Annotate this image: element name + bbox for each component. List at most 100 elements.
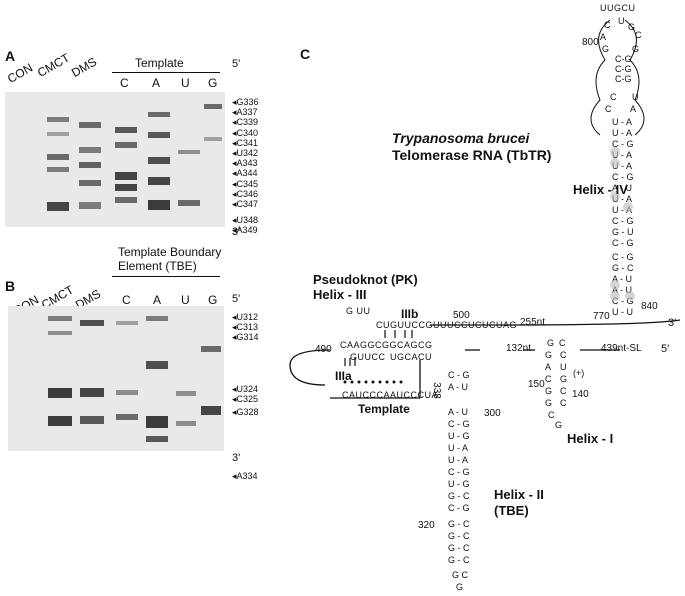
template-header: Template — [135, 56, 184, 70]
a-pos-7: ◂A344 — [232, 168, 258, 179]
num-150: 150 — [528, 379, 545, 390]
svg-text:U - A: U - A — [612, 194, 632, 204]
helix-iv-stem — [590, 19, 645, 136]
a-pos-3: ◂C340 — [232, 127, 259, 138]
svg-text:C: C — [610, 92, 617, 102]
svg-text:A - U: A - U — [612, 285, 632, 295]
rna-title-species: Trypanosoma brucei — [392, 130, 530, 146]
svg-text:G C: G C — [452, 570, 469, 580]
svg-text:C - G: C - G — [448, 503, 470, 513]
svg-text:G: G — [560, 374, 567, 384]
svg-text:C - G: C - G — [448, 370, 470, 380]
a-pos-12: ◂A349 — [232, 225, 258, 236]
helix-ii-line1: Helix - II — [494, 487, 544, 502]
svg-text:U: U — [560, 362, 567, 372]
rna-title-name: Telomerase RNA (TbTR) — [392, 147, 552, 163]
five-prime-c: 5' — [661, 343, 670, 355]
svg-text:G - C: G - C — [448, 519, 470, 529]
a-pos-11: ◂U348 — [232, 215, 259, 226]
nt-439-label: 439nt-SL — [601, 343, 642, 354]
svg-text:C: C — [605, 104, 612, 114]
svg-text:G - U: G - U — [612, 227, 634, 237]
pseudoknot-label: Pseudoknot (PK) Helix - III — [313, 272, 418, 302]
b-pos-0: ◂U312 — [232, 312, 259, 322]
svg-text:G - C: G - C — [612, 263, 634, 273]
gel-image-b — [8, 306, 224, 451]
a-pos-6: ◂A343 — [232, 158, 258, 169]
svg-text:G: G — [547, 338, 554, 348]
svg-text:C: C — [635, 30, 642, 40]
b-seq-lane-u: U — [181, 293, 190, 307]
nt-255-label: 255nt — [520, 317, 546, 328]
svg-text:C: C — [560, 386, 567, 396]
pk-lines — [289, 319, 681, 399]
gel-bands-b — [48, 316, 221, 442]
svg-text:A - U: A - U — [612, 274, 632, 284]
pk-ticks — [344, 330, 413, 366]
seq-pk-mid2: UGCACU — [390, 352, 433, 362]
seq-pk-mid: GUUCC — [350, 352, 386, 362]
b-pos-1: ◂C313 — [232, 322, 259, 332]
a-pos-4: ◂C341 — [232, 137, 259, 148]
seq-template: CAUCCCAAUCCCUA — [342, 390, 439, 400]
seq-loop-top: UUGCU — [600, 3, 636, 13]
svg-text:C: C — [559, 338, 566, 348]
svg-text:C-G: C-G — [615, 54, 632, 64]
b-pos-3: ◂U324 — [232, 384, 259, 394]
svg-text:A - U: A - U — [448, 382, 468, 392]
a-pos-8: ◂C345 — [232, 178, 259, 189]
svg-text:A: A — [630, 104, 636, 114]
iiia-label: IIIa — [335, 369, 352, 383]
a-pos-2: ◂C339 — [232, 117, 259, 128]
b-end-bottom: 3' — [232, 452, 241, 464]
svg-text:U - U: U - U — [612, 307, 633, 317]
b-pos-2: ◂G314 — [232, 332, 259, 342]
b-seq-lane-c: C — [122, 293, 131, 307]
svg-text:G - C: G - C — [448, 491, 470, 501]
num-300: 300 — [484, 408, 501, 419]
rna-title: Trypanosoma brucei Telomerase RNA (TbTR) — [392, 130, 551, 164]
svg-text:C - G: C - G — [612, 296, 634, 306]
a-end-bottom: 3' — [232, 226, 241, 238]
svg-text:U: U — [618, 16, 625, 26]
svg-text:U - A: U - A — [448, 443, 468, 453]
svg-text:C - G: C - G — [612, 238, 634, 248]
tbe-header: Template Boundary Element (TBE) — [118, 245, 221, 273]
svg-text:A - U: A - U — [448, 407, 468, 417]
seq-lane-g: G — [208, 76, 218, 90]
plus-label: (+) — [573, 368, 585, 378]
svg-text:G: G — [555, 420, 562, 430]
svg-text:G: G — [602, 44, 609, 54]
helix-iv-shading — [610, 147, 635, 301]
svg-text:A: A — [545, 362, 551, 372]
seq-lane-a: A — [152, 76, 161, 90]
svg-text:U - A: U - A — [612, 128, 632, 138]
template-label: Template — [358, 402, 410, 416]
b-pos-5: ◂G328 — [232, 407, 259, 417]
a-position-list: ◂G336 ◂A337 ◂C339 ◂C340 ◂C341 ◂U342 ◂A34… — [232, 97, 259, 236]
nt-132-label: 132nt — [506, 343, 532, 354]
svg-text:G - C: G - C — [448, 531, 470, 541]
a-pos-10: ◂C347 — [232, 199, 259, 210]
num-490: 490 — [315, 344, 332, 355]
svg-text:C - G: C - G — [612, 252, 634, 262]
svg-text:U - G: U - G — [448, 479, 470, 489]
seq-top-strand: CUGUUCCGUUUCCUCUCUAG — [376, 320, 517, 330]
num-500: 500 — [453, 310, 470, 321]
iiib-label: IIIb — [401, 307, 419, 321]
svg-text:G: G — [545, 386, 552, 396]
a-pos-0: ◂G336 — [232, 97, 259, 107]
svg-text:C - G: C - G — [448, 467, 470, 477]
svg-text:G: G — [628, 22, 635, 32]
num-800: 800 — [582, 37, 599, 48]
svg-text:U - A: U - A — [612, 150, 632, 160]
svg-text:U - A: U - A — [612, 161, 632, 171]
seq-lane-u: U — [181, 76, 190, 90]
svg-text:U: U — [632, 92, 639, 102]
b-pos-6: ◂A334 — [232, 471, 258, 481]
seq-pk-upper: CAAGGCGGCAGCG — [340, 340, 433, 350]
three-prime-c: 3' — [668, 317, 677, 329]
